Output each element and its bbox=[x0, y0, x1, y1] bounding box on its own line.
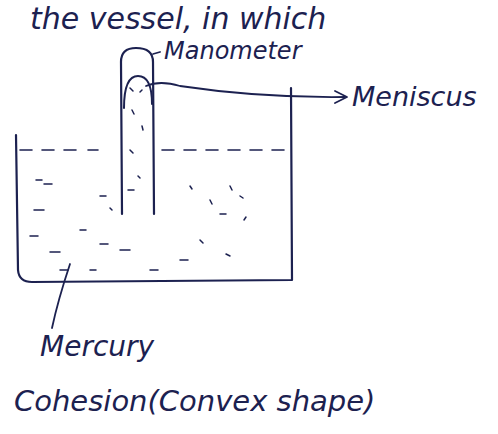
mercury-label: Mercury bbox=[40, 332, 154, 363]
arrow-head bbox=[335, 91, 347, 103]
mercury-marks bbox=[30, 88, 246, 270]
liquid-level bbox=[20, 149, 284, 151]
manometer-leader bbox=[153, 52, 160, 54]
manometer-label: Manometer bbox=[164, 38, 302, 64]
meniscus-curve bbox=[124, 76, 152, 108]
heading-fragment: the vessel, in which bbox=[30, 2, 326, 35]
meniscus-label: Meniscus bbox=[352, 82, 477, 112]
meniscus-arrow bbox=[146, 83, 345, 97]
cohesion-note: Cohesion(Convex shape) bbox=[14, 386, 375, 418]
mercury-leader bbox=[52, 264, 70, 328]
manometer-tube bbox=[121, 48, 154, 214]
